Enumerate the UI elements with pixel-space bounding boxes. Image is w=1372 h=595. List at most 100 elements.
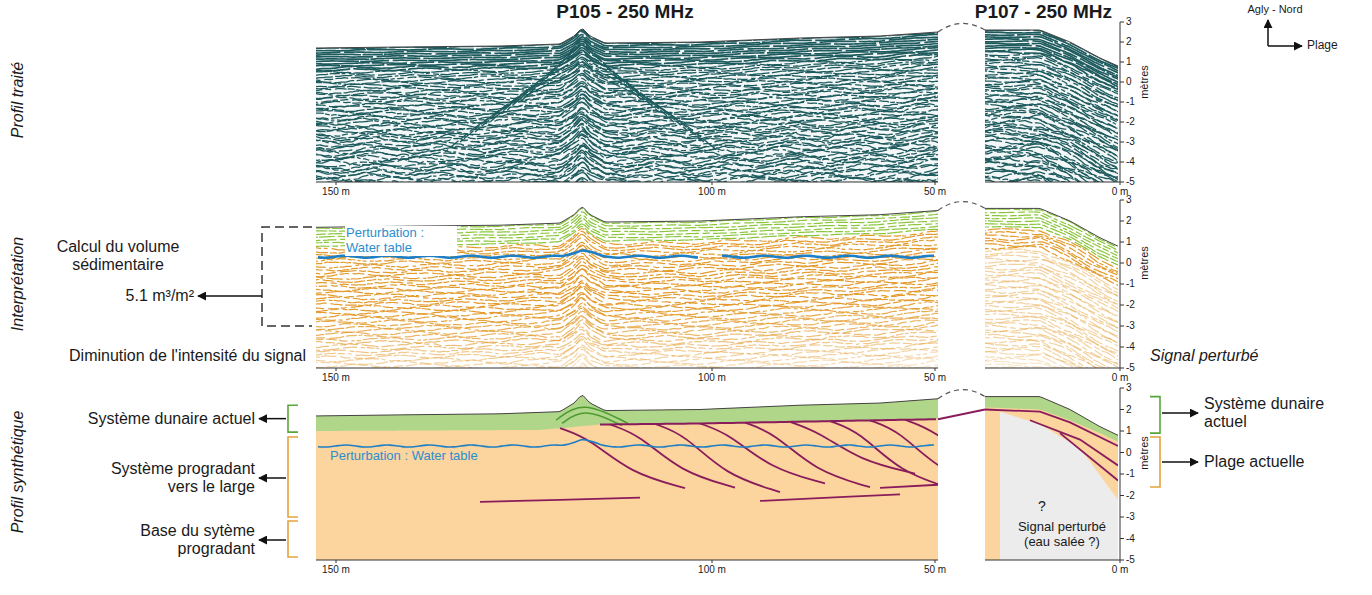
distance-tick: 50 m [924, 372, 946, 384]
profile-artwork [745, 423, 870, 488]
profile-artwork [556, 407, 628, 423]
axis-tick [712, 368, 713, 371]
profile-artwork [760, 494, 900, 500]
distance-axis [985, 560, 1120, 561]
axis-unit: mètres [1138, 246, 1151, 280]
axis-tick [1120, 560, 1121, 563]
depth-tick: 1 [1126, 425, 1132, 437]
profile-artwork [983, 340, 1121, 381]
profile-artwork [983, 346, 1121, 385]
axis-tick [1120, 409, 1124, 410]
water-table-label: Perturbation : Water table [345, 226, 457, 256]
annotation: Calcul du volume sédimentaire [31, 238, 206, 275]
axis-tick [1120, 474, 1124, 475]
profile-artwork [983, 162, 1121, 201]
unit-label: Système dunaire actuel [88, 409, 255, 427]
profile-artwork [1060, 433, 1118, 480]
distance-axis [316, 560, 938, 561]
profile-artwork [314, 287, 941, 309]
axis-tick [1120, 388, 1124, 389]
axis-tick [1120, 368, 1124, 369]
axis-tick [1120, 142, 1124, 143]
profile-artwork [880, 485, 938, 488]
profile-artwork [314, 281, 941, 300]
profile-artwork [314, 172, 941, 192]
panel-title: Profil synthétique [9, 411, 27, 534]
depth-tick: 0 [1126, 76, 1132, 88]
profile-artwork [983, 349, 1121, 391]
axis-tick [1120, 495, 1124, 496]
axis-tick [1120, 82, 1124, 83]
depth-tick: -1 [1126, 278, 1135, 290]
profile-artwork [314, 183, 941, 207]
profile-artwork [1030, 420, 1118, 465]
gap-arc [938, 23, 985, 32]
profile-artwork [316, 378, 938, 560]
distance-tick: 150 m [322, 186, 350, 198]
profile-artwork [700, 423, 825, 483]
axis-tick [1120, 221, 1124, 222]
profile-artwork [790, 422, 915, 474]
distance-tick: 0 m [1112, 372, 1129, 384]
unit-bracket [288, 405, 298, 432]
depth-tick: 2 [1126, 36, 1132, 48]
annotation-arrow [259, 477, 286, 479]
profile-artwork [584, 46, 659, 112]
profile-artwork [314, 181, 941, 201]
axis-tick [935, 368, 936, 371]
distance-tick: 150 m [322, 372, 350, 384]
axis-tick [1120, 538, 1124, 539]
question-mark: ? [1038, 498, 1046, 514]
annotation: Diminution de l'intensité du signal [69, 347, 306, 365]
depth-tick: -3 [1126, 320, 1135, 332]
axis-tick [1120, 162, 1124, 163]
profile-artwork [584, 70, 719, 152]
profile-artwork [314, 306, 941, 327]
profile-artwork [983, 169, 1121, 207]
depth-tick: 0 [1126, 257, 1132, 269]
water-table-label: Perturbation : Water table [330, 449, 478, 464]
ground-surface [316, 396, 938, 416]
profile-artwork [480, 498, 640, 502]
depth-tick: -1 [1126, 468, 1135, 480]
profile-artwork [983, 181, 1121, 223]
distance-axis [316, 368, 938, 369]
axis-tick [1120, 42, 1124, 43]
profile-artwork [314, 375, 941, 394]
profile-artwork [314, 320, 941, 341]
profile-artwork [983, 43, 1121, 80]
ground-surface [316, 29, 938, 48]
unit-label: Système dunaire actuel [1204, 395, 1332, 432]
ground-surface [985, 208, 1118, 246]
profile-artwork [314, 50, 941, 69]
distance-tick: 100 m [698, 186, 726, 198]
unit-label: Base du sytème progradant [80, 522, 255, 559]
profile-artwork [610, 424, 735, 487]
profile-artwork [314, 367, 941, 388]
unit-bracket [1150, 437, 1160, 487]
profile-artwork [870, 420, 995, 489]
depth-tick: 0 [1126, 447, 1132, 459]
profile-artwork [314, 329, 941, 350]
panel-title: Profil traité [9, 62, 27, 138]
unit-bracket [1150, 397, 1160, 434]
depth-tick: -2 [1126, 490, 1135, 502]
annotation: Signal perturbé [1150, 347, 1259, 365]
profile-artwork [314, 275, 941, 294]
profile-artwork [314, 150, 941, 172]
profile-artwork [314, 375, 941, 397]
profile-artwork [314, 153, 941, 176]
profile-artwork [983, 164, 1121, 206]
profile-artwork [314, 102, 941, 123]
axis-tick [336, 560, 337, 563]
annotation-arrow [259, 539, 286, 541]
profile-artwork [314, 162, 941, 182]
annotation-arrow [259, 418, 286, 420]
distance-tick: 0 m [1112, 564, 1129, 576]
volume-value: 5.1 m³/m² [126, 287, 194, 305]
depth-tick: -4 [1126, 156, 1135, 168]
profile-title: P107 - 250 MHz [975, 1, 1112, 23]
profile-artwork [1000, 412, 1118, 571]
profile-artwork [600, 419, 936, 424]
profile-artwork [314, 269, 941, 291]
